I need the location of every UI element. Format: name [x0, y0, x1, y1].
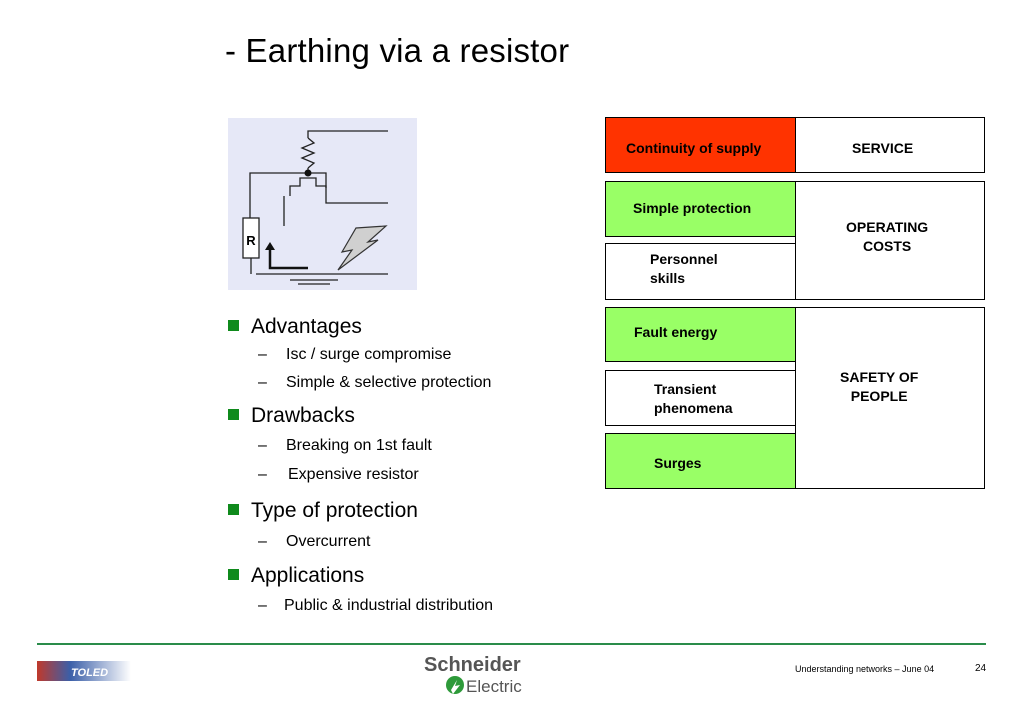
svg-text:Electric: Electric [466, 677, 522, 696]
resistor-label: R [246, 233, 256, 248]
page-number: 24 [975, 663, 987, 674]
cell-fault-energy: Fault energy [605, 307, 796, 362]
sub-bullet: –Public & industrial distribution [258, 597, 493, 614]
bullet-drawbacks: Drawbacks [228, 404, 355, 428]
bullet-applications: Applications [228, 564, 364, 588]
cell-personnel-skills: Personnel skills [605, 243, 796, 300]
footer-caption: Understanding networks – June 04 [795, 664, 935, 674]
cell-safety-of-people: SAFETY OF PEOPLE [795, 307, 985, 489]
slide-title: - Earthing via a resistor [225, 32, 570, 69]
bullet-advantages: Advantages [228, 315, 362, 339]
cell-service: SERVICE [795, 117, 985, 173]
sub-bullet: –Overcurrent [258, 533, 371, 550]
schneider-electric-logo: Schneider Electric [421, 652, 541, 698]
lightning-bolt-icon [337, 225, 388, 271]
bullet-type-of-protection: Type of protection [228, 499, 418, 523]
sub-bullet: –Breaking on 1st fault [258, 437, 432, 454]
footer-divider [37, 643, 986, 645]
toled-logo: TOLED [37, 659, 131, 683]
cell-transient-phenomena: Transient phenomena [605, 370, 796, 426]
bullet-square-icon [228, 569, 239, 580]
svg-text:TOLED: TOLED [71, 667, 108, 679]
cell-continuity-of-supply: Continuity of supply [605, 117, 796, 173]
bullet-square-icon [228, 504, 239, 515]
sub-bullet: –Expensive resistor [258, 466, 419, 483]
cell-operating-costs: OPERATING COSTS [795, 181, 985, 300]
sub-bullet: –Isc / surge compromise [258, 346, 452, 363]
bullet-square-icon [228, 409, 239, 420]
svg-text:Schneider: Schneider [424, 654, 521, 676]
circuit-schematic: R [242, 130, 388, 285]
sub-bullet: –Simple & selective protection [258, 374, 492, 391]
earthing-resistor-diagram: R [228, 118, 417, 290]
bullet-square-icon [228, 320, 239, 331]
cell-surges: Surges [605, 433, 796, 489]
cell-simple-protection: Simple protection [605, 181, 796, 237]
